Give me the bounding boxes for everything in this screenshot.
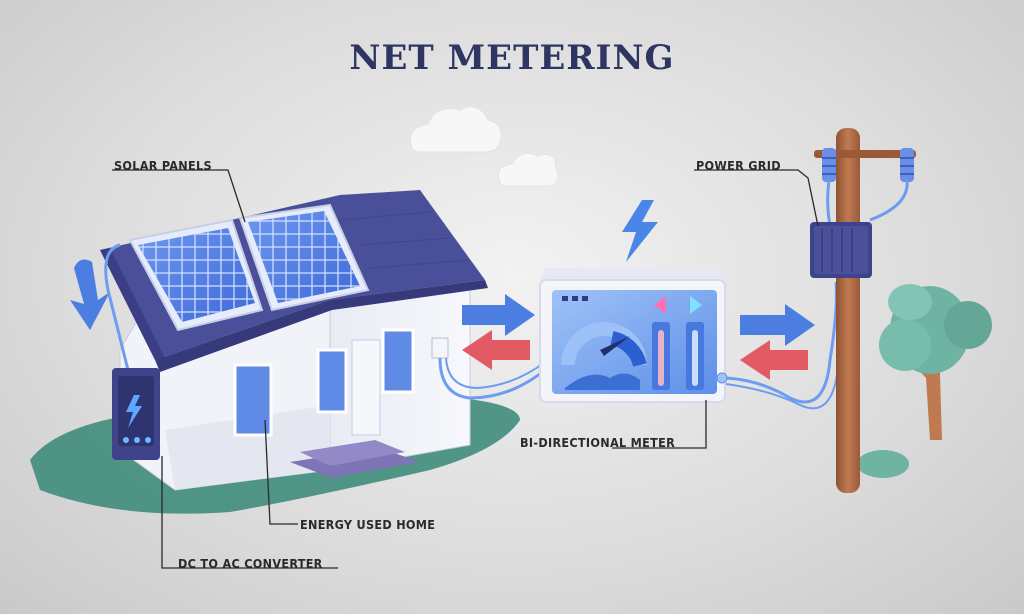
- arrow-left-icon: [462, 330, 530, 370]
- page-title: NET METERING: [349, 38, 675, 78]
- home-wire: [445, 357, 546, 390]
- arrow-right-icon: [462, 294, 535, 336]
- label-solar-panels: SOLAR PANELS: [114, 158, 212, 173]
- home-wire: [438, 357, 546, 400]
- grid-wire: [725, 281, 838, 404]
- label-energy-used-home: ENERGY USED HOME: [300, 517, 436, 532]
- leader-lines: [112, 169, 819, 569]
- label-power-grid: POWER GRID: [696, 158, 781, 173]
- dc-to-ac-converter: [112, 368, 160, 460]
- label-bi-directional-meter: BI-DIRECTIONAL METER: [520, 435, 676, 450]
- solar-panels: [128, 203, 370, 332]
- tree: [857, 284, 992, 478]
- cloud-icon: [409, 106, 502, 153]
- bi-directional-meter: [539, 268, 728, 403]
- door: [351, 339, 381, 436]
- window: [316, 348, 348, 414]
- utility-pole: [810, 128, 916, 493]
- arrow-down-icon: [70, 259, 110, 330]
- cloud-icon: [498, 152, 559, 187]
- arrow-right-icon: [740, 304, 815, 346]
- grid-wire: [725, 367, 839, 410]
- arrow-left-icon: [740, 340, 808, 380]
- window: [381, 328, 415, 394]
- dc-wire: [104, 243, 130, 371]
- lightning-bolt-icon: [622, 200, 658, 262]
- label-dc-to-ac-converter: DC TO AC CONVERTER: [178, 556, 323, 571]
